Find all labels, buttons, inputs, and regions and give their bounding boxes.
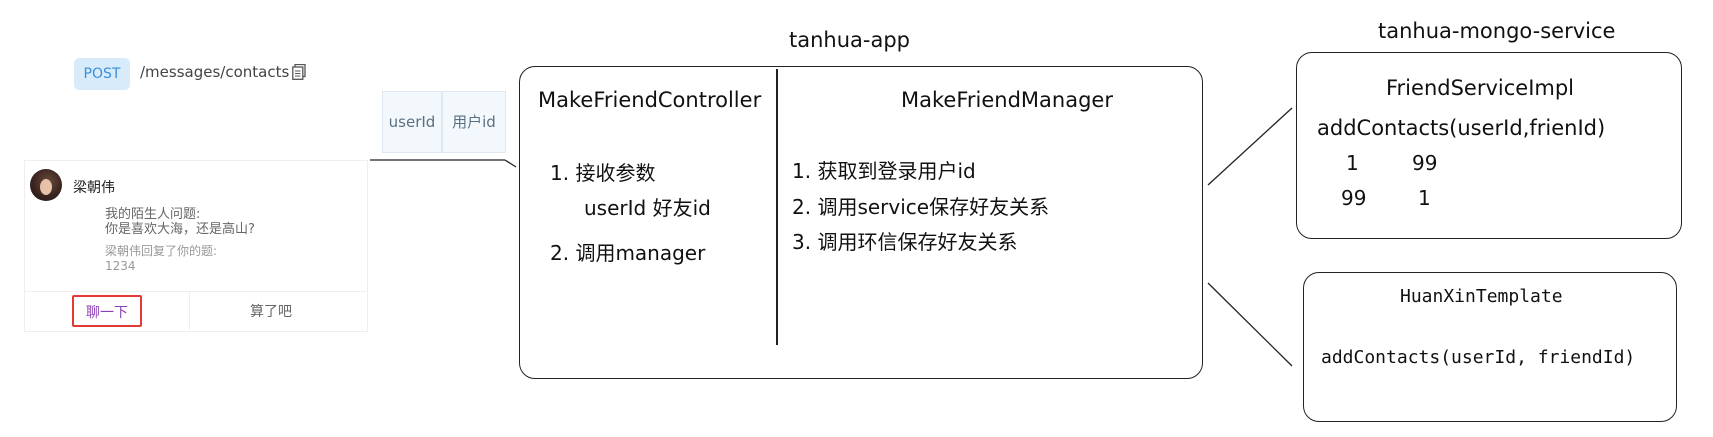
app-title: tanhua-app bbox=[789, 28, 911, 52]
row-2-user: 99 bbox=[1341, 186, 1367, 210]
chat-button[interactable]: 聊一下 bbox=[72, 295, 142, 327]
huanxin-method: addContacts(userId, friendId) bbox=[1321, 347, 1636, 368]
card-divider bbox=[24, 291, 366, 292]
question-line-1: 我的陌生人问题: bbox=[105, 207, 201, 222]
forget-button[interactable]: 算了吧 bbox=[250, 304, 292, 320]
app-box bbox=[519, 66, 1203, 379]
card-to-app-arrow bbox=[504, 159, 517, 168]
manager-name: MakeFriendManager bbox=[901, 88, 1113, 112]
controller-step-1-params: userId 好友id bbox=[584, 196, 711, 220]
reply-line-1: 梁朝伟回复了你的题: bbox=[105, 244, 218, 258]
reply-line-2: 1234 bbox=[105, 259, 136, 273]
controller-step-2: 2. 调用manager bbox=[550, 241, 706, 265]
huanxin-box bbox=[1303, 272, 1677, 422]
friend-request-card bbox=[24, 160, 368, 332]
controller-step-1: 1. 接收参数 bbox=[550, 161, 656, 185]
service-class-name: FriendServiceImpl bbox=[1386, 76, 1575, 100]
param-name-cell: userId bbox=[382, 91, 442, 153]
huanxin-class-name: HuanXinTemplate bbox=[1400, 286, 1563, 307]
manager-step-2: 2. 调用service保存好友关系 bbox=[792, 195, 1050, 219]
avatar bbox=[30, 169, 62, 201]
app-to-service-line bbox=[1207, 107, 1293, 186]
api-path: /messages/contacts bbox=[140, 63, 290, 81]
row-1-friend: 99 bbox=[1412, 151, 1438, 175]
service-title: tanhua-mongo-service bbox=[1378, 19, 1616, 43]
app-to-huanxin-line bbox=[1207, 282, 1293, 367]
param-desc-cell: 用户id bbox=[442, 91, 506, 153]
copy-icon[interactable] bbox=[292, 64, 306, 80]
service-method: addContacts(userId,frienId) bbox=[1317, 116, 1606, 140]
post-method-badge: POST bbox=[74, 58, 130, 90]
row-2-friend: 1 bbox=[1418, 186, 1431, 210]
question-line-2: 你是喜欢大海，还是高山? bbox=[105, 222, 255, 237]
row-1-user: 1 bbox=[1346, 151, 1359, 175]
manager-step-1: 1. 获取到登录用户id bbox=[792, 159, 976, 183]
service-box bbox=[1296, 52, 1682, 239]
manager-step-3: 3. 调用环信保存好友关系 bbox=[792, 230, 1018, 254]
friend-name: 梁朝伟 bbox=[73, 180, 115, 196]
button-divider bbox=[189, 292, 190, 330]
controller-name: MakeFriendController bbox=[538, 88, 762, 112]
app-divider bbox=[776, 69, 778, 345]
